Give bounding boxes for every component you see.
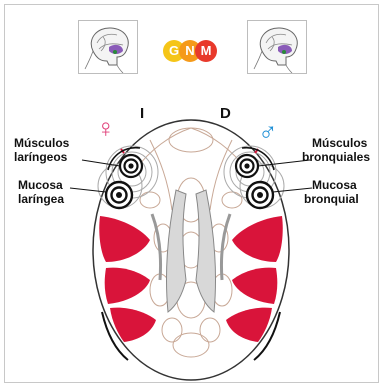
target-left-bottom: [106, 182, 132, 208]
label-right-top-line1: Músculos: [302, 136, 370, 150]
target-right-bottom: [247, 182, 273, 208]
male-symbol-icon: ♂: [258, 118, 278, 144]
target-right-top: [236, 155, 258, 177]
label-right-top-line2: bronquiales: [302, 150, 370, 164]
side-left-letter: I: [140, 105, 144, 122]
female-symbol-icon: ♀: [96, 115, 116, 141]
label-right-bottom-line1: Mucosa: [304, 178, 359, 192]
label-right-bottom-line2: bronquial: [304, 192, 359, 206]
label-right-top: Músculos bronquiales: [302, 136, 370, 164]
label-left-top-line2: laríngeos: [14, 150, 69, 164]
label-left-top: Músculos laríngeos: [14, 136, 69, 164]
leader-left-bottom: [70, 188, 106, 192]
label-left-top-line1: Músculos: [14, 136, 69, 150]
target-left-top: [120, 155, 142, 177]
side-right-letter: D: [220, 105, 231, 122]
label-right-bottom: Mucosa bronquial: [304, 178, 359, 206]
label-left-bottom-line1: Mucosa: [18, 178, 64, 192]
label-left-bottom: Mucosa laríngea: [18, 178, 64, 206]
label-left-bottom-line2: laríngea: [18, 192, 64, 206]
